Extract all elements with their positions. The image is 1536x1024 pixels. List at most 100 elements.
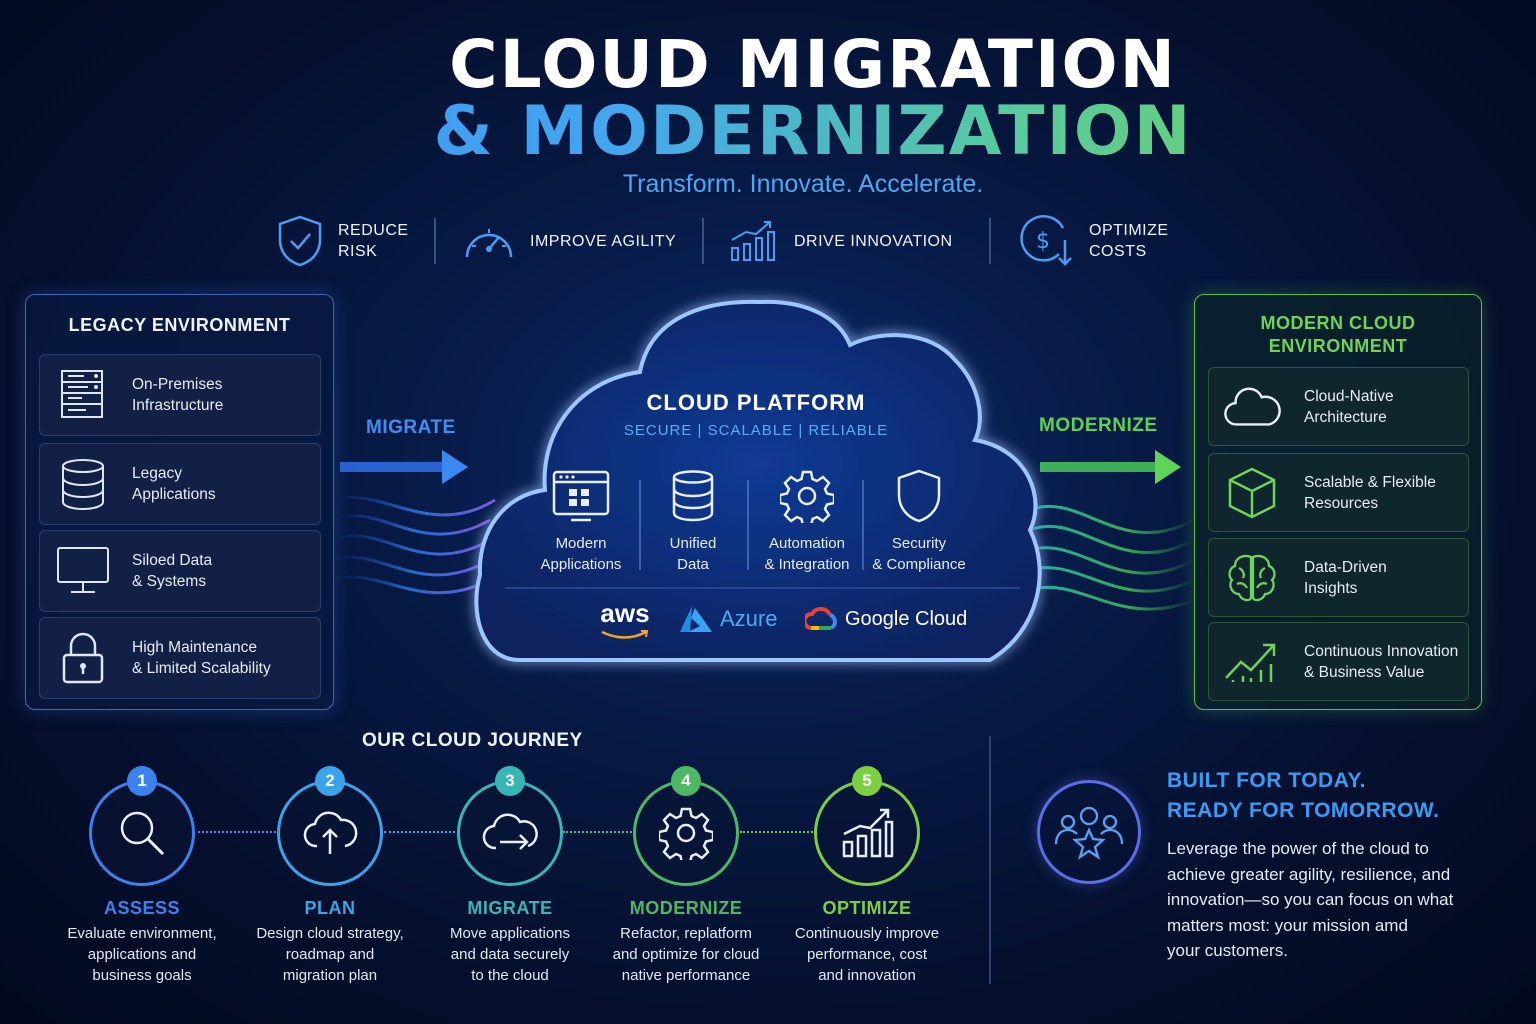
step-desc: Design cloud strategy,	[256, 925, 404, 942]
database-icon	[62, 459, 104, 511]
tagline: Transform. Innovate. Accelerate.	[622, 170, 984, 198]
benefit-drive-innovation: DRIVE INNOVATION	[728, 212, 953, 270]
feature-divider	[747, 480, 749, 570]
cloud-platform-title: CLOUD PLATFORM	[646, 390, 866, 415]
journey-step-modernize: 4 MODERNIZE Refactor, replatform and opti…	[591, 766, 781, 986]
magnifier-icon	[120, 811, 165, 856]
trend-up-icon	[1225, 643, 1276, 682]
step-desc: to the cloud	[471, 967, 549, 984]
divider	[434, 218, 436, 264]
modern-title-line: MODERN CLOUD	[1260, 313, 1416, 333]
shield-check-icon	[278, 215, 322, 267]
benefit-label: IMPROVE AGILITY	[530, 232, 677, 250]
benefit-improve-agility: IMPROVE AGILITY	[462, 212, 676, 270]
feature-label: & Integration	[764, 556, 850, 573]
item-label: Scalable & Flexible	[1304, 473, 1436, 491]
team-star-icon	[1054, 806, 1124, 860]
dollar-down-icon: $	[1020, 215, 1072, 266]
step-desc: performance, cost	[806, 946, 928, 963]
feature-divider	[639, 480, 641, 570]
step-desc: and data securely	[450, 946, 570, 963]
legacy-item-maintenance: High Maintenance& Limited Scalability	[39, 617, 321, 699]
step-desc: roadmap and	[285, 946, 375, 963]
feature-label: & Compliance	[872, 556, 966, 573]
step-desc: migration plan	[282, 967, 378, 984]
modern-item-continuous-innovation: Continuous Innovation& Business Value	[1208, 622, 1469, 701]
step-desc: business goals	[92, 967, 192, 984]
step-desc: Continuously improve	[794, 925, 940, 942]
feature-label: Unified	[669, 535, 717, 552]
step-desc: Refactor, replatform	[620, 925, 752, 942]
feature-label: Data	[677, 556, 709, 573]
svg-text:$: $	[1036, 229, 1050, 254]
item-label: Data-Driven	[1304, 558, 1387, 576]
shield-icon	[897, 469, 941, 523]
feature-label: Security	[891, 535, 947, 552]
aws-wordmark: aws	[600, 598, 650, 628]
title-line-2: & MODERNIZATION	[0, 92, 1536, 171]
migrate-label: MIGRATE	[366, 417, 456, 438]
journey-connector	[563, 831, 635, 833]
benefit-label: REDUCE	[338, 222, 409, 239]
step-number: 4	[671, 766, 701, 796]
step-ring	[814, 780, 920, 886]
feature-label: Applications	[540, 556, 622, 573]
brain-icon	[1228, 554, 1276, 601]
paragraph-line: your customers.	[1167, 941, 1288, 960]
step-ring	[277, 780, 383, 886]
journey-step-plan: 2 PLAN Design cloud strategy,roadmap and…	[235, 766, 425, 986]
modern-title-line: ENVIRONMENT	[1268, 336, 1408, 356]
monitor-icon	[57, 547, 109, 593]
azure-label: Azure	[720, 606, 778, 631]
item-label: Resources	[1304, 494, 1379, 512]
journey-title: OUR CLOUD JOURNEY	[362, 730, 583, 751]
divider	[702, 218, 704, 264]
step-number: 5	[852, 766, 882, 796]
feature-label: Automation	[769, 535, 845, 552]
item-label: Architecture	[1304, 408, 1387, 426]
padlock-icon	[62, 632, 104, 684]
built-heading-1: BUILT FOR TODAY.	[1167, 769, 1366, 792]
feature-security: Security & Compliance	[863, 465, 975, 575]
paragraph-line: innovation—so you can focus on what	[1167, 890, 1454, 909]
gear-icon	[780, 470, 834, 523]
item-label: & Limited Scalability	[132, 660, 271, 677]
item-label: Cloud-Native	[1304, 387, 1394, 405]
feature-label: Modern	[555, 535, 607, 552]
azure-logo: Azure	[678, 604, 777, 634]
built-paragraph: Leverage the power of the cloud to achie…	[1167, 836, 1497, 964]
item-label: Infrastructure	[132, 397, 224, 414]
journey-step-assess: 1 ASSESS Evaluate environment,applicatio…	[47, 766, 237, 986]
modern-title: MODERN CLOUD ENVIRONMENT	[1195, 312, 1481, 358]
aws-logo: aws	[598, 600, 652, 640]
google-cloud-logo: Google Cloud	[805, 606, 967, 632]
step-desc: Evaluate environment,	[67, 925, 217, 942]
gear-icon	[659, 807, 713, 860]
step-desc: and optimize for cloud	[612, 946, 760, 963]
benefit-label: DRIVE INNOVATION	[794, 232, 953, 250]
item-label: Continuous Innovation	[1304, 642, 1459, 660]
item-label: Legacy	[132, 465, 182, 482]
aws-smile-icon	[601, 630, 649, 639]
journey-step-optimize: 5 OPTIMIZE Continuously improve performan…	[772, 766, 962, 986]
step-desc: native performance	[621, 967, 751, 984]
journey-connector	[384, 831, 459, 833]
section-divider	[989, 736, 991, 984]
step-desc: applications and	[87, 946, 197, 963]
paragraph-line: achieve greater agility, resilience, and	[1167, 864, 1451, 884]
step-name: MODERNIZE	[629, 898, 743, 918]
journey-connector	[740, 831, 817, 833]
google-cloud-label: Google Cloud	[845, 607, 968, 630]
legacy-title: LEGACY ENVIRONMENT	[68, 315, 291, 335]
feature-automation: Automation & Integration	[751, 465, 863, 575]
server-rack-icon	[61, 370, 103, 418]
step-ring	[457, 780, 563, 886]
app-window-icon	[552, 470, 610, 522]
paragraph-line: matters most: your mission amd	[1167, 915, 1408, 935]
step-name: OPTIMIZE	[822, 898, 912, 918]
